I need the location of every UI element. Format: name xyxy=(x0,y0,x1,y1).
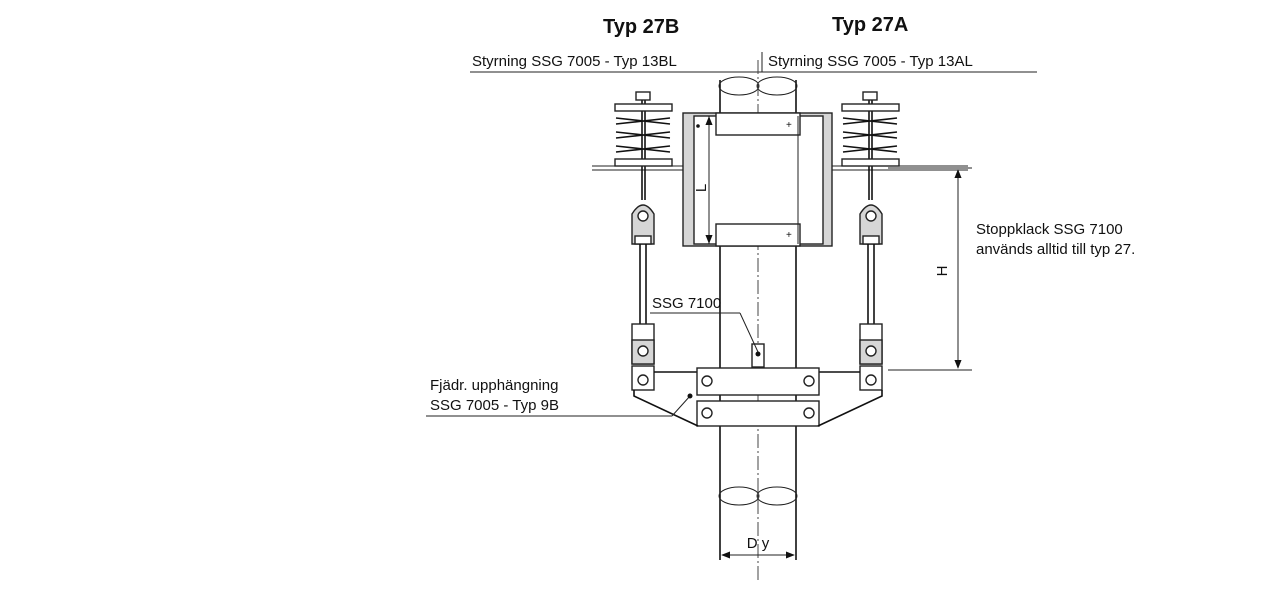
pipe-clamp xyxy=(633,367,883,427)
note-line-2: används alltid till typ 27. xyxy=(976,241,1135,258)
spring-hanger-left xyxy=(614,91,673,391)
svg-text:+: + xyxy=(786,120,792,131)
spring-hanger-right xyxy=(841,91,900,391)
spring-hanger-leader-dot xyxy=(687,393,693,399)
label-guide-left: Styrning SSG 7005 - Typ 13BL xyxy=(472,53,677,70)
title-typ-27a: Typ 27A xyxy=(832,14,908,36)
spring-hanger-leader xyxy=(671,395,691,417)
dimension-dy-label: D y xyxy=(747,535,770,552)
label-spring-hanger-1: Fjädr. upphängning xyxy=(430,377,558,394)
dimension-h xyxy=(888,167,972,371)
svg-text:+: + xyxy=(786,230,792,241)
label-guide-right: Styrning SSG 7005 - Typ 13AL xyxy=(768,53,973,70)
dimension-l: L xyxy=(693,184,710,192)
note-line-1: Stoppklack SSG 7100 xyxy=(976,221,1123,238)
dimension-h-label: H xyxy=(934,266,951,277)
guide-box: + + xyxy=(682,112,833,247)
label-spring-hanger-2: SSG 7005 - Typ 9B xyxy=(430,397,559,414)
title-typ-27b: Typ 27B xyxy=(603,16,679,38)
label-stopper: SSG 7100 xyxy=(652,295,721,312)
stopper-block xyxy=(650,312,765,368)
